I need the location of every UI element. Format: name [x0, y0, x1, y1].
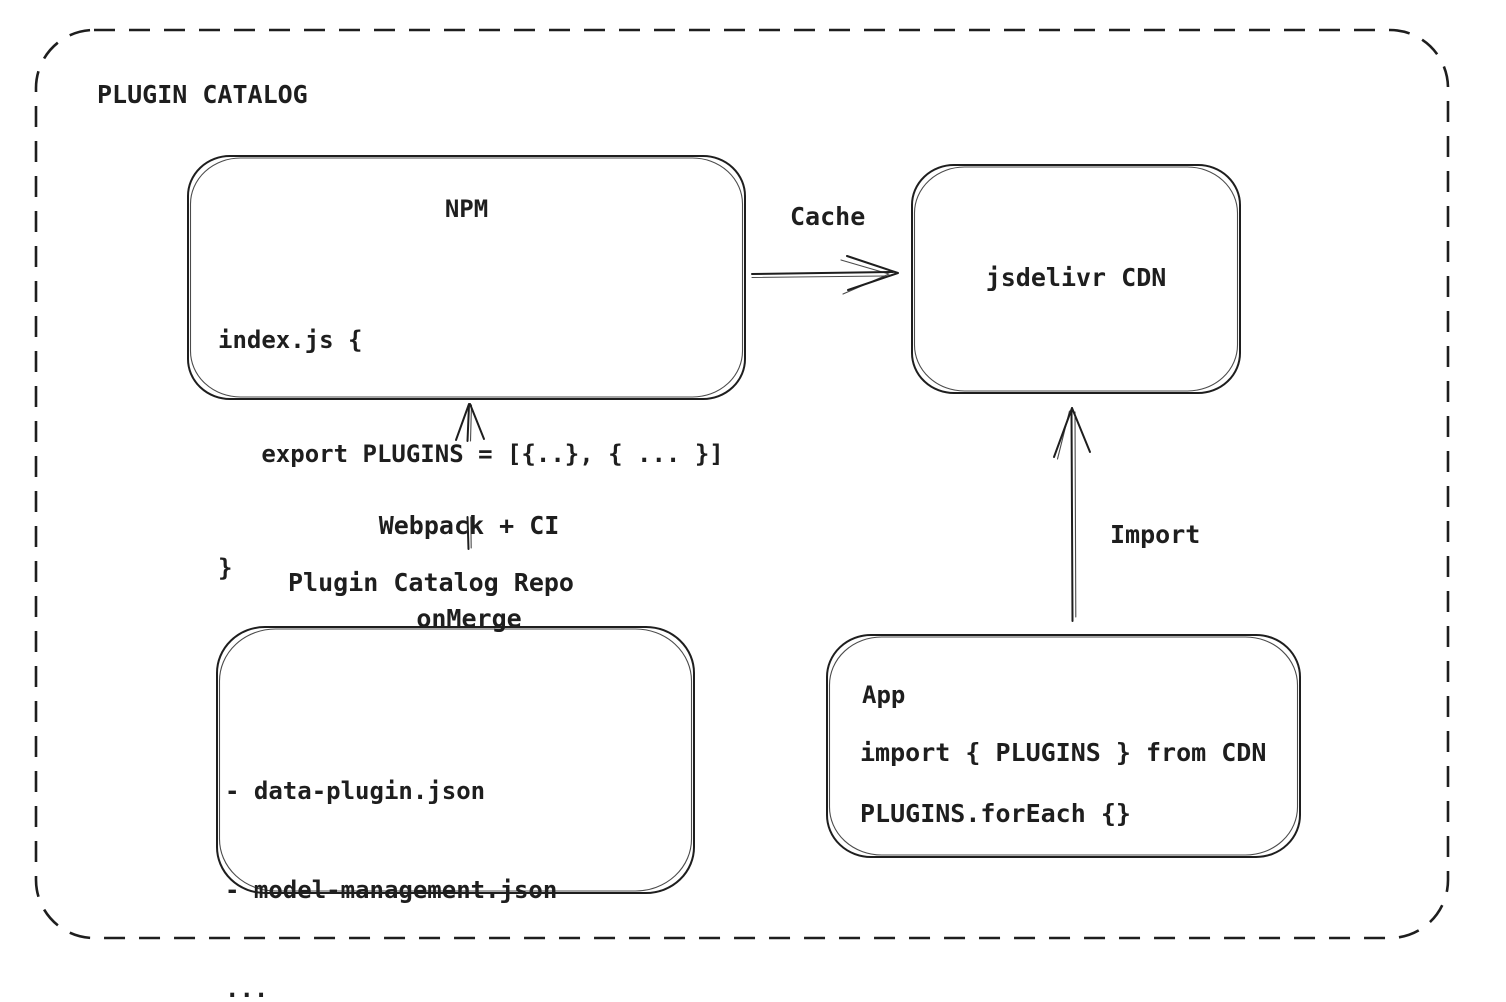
diagram-title: PLUGIN CATALOG	[97, 80, 308, 109]
build-arrowhead-right	[469, 403, 485, 440]
repo-box-outline	[216, 626, 695, 894]
build-arrow-tail-a	[466, 516, 470, 550]
import-arrow-shaft-sketch	[1074, 411, 1077, 618]
import-arrowhead-right	[1071, 407, 1091, 453]
build-arrow-shaft-b	[469, 404, 473, 442]
app-box	[826, 634, 1301, 858]
npm-box-outline	[187, 155, 746, 400]
repo-file-item: - model-management.json	[225, 876, 558, 904]
repo-title: Plugin Catalog Repo	[288, 568, 574, 597]
repo-box	[216, 626, 695, 894]
app-box-outline	[826, 634, 1301, 858]
cdn-box-outline	[911, 164, 1241, 394]
build-arrow-label-line: Webpack + CI	[378, 511, 560, 540]
npm-code-line: index.js {	[218, 326, 363, 354]
npm-code-line: export PLUGINS = [{..}, { ... }]	[218, 440, 724, 468]
import-arrowhead-left	[1053, 407, 1073, 458]
build-arrow-shaft-a	[466, 404, 470, 442]
npm-code-line: }	[218, 554, 233, 582]
npm-box-outline-sketch	[189, 157, 744, 398]
npm-box	[187, 155, 746, 400]
build-arrowhead-left	[455, 403, 470, 441]
cache-arrow-shaft-sketch	[751, 275, 885, 279]
build-arrow-label: Webpack + CI onMerge	[358, 448, 580, 696]
npm-code-block: index.js { export PLUGINS = [{..}, { ...…	[218, 245, 724, 663]
app-code-line-1: import { PLUGINS } from CDN	[860, 738, 1267, 767]
cdn-box	[911, 164, 1241, 394]
outer-boundary-rect	[34, 28, 1450, 940]
cache-arrow-shaft	[751, 271, 894, 275]
cache-arrow	[751, 255, 899, 295]
import-arrow-label: Import	[1110, 520, 1201, 549]
repo-file-item: ...	[225, 975, 269, 1002]
import-arrowhead-sketch	[1056, 410, 1071, 460]
repo-box-outline-sketch	[218, 628, 693, 892]
cache-arrowhead-sketch	[840, 259, 890, 295]
cdn-box-outline-sketch	[913, 166, 1239, 392]
build-arrow	[455, 403, 485, 550]
cache-arrow-label: Cache	[790, 202, 866, 231]
app-box-outline-sketch	[828, 636, 1299, 856]
app-code-line-2: PLUGINS.forEach {}	[860, 799, 1131, 828]
repo-file-list: - data-plugin.json - model-management.js…	[225, 709, 557, 1002]
cdn-box-label: jsdelivr CDN	[985, 263, 1167, 292]
app-box-title: App	[862, 681, 906, 709]
npm-box-title: NPM	[444, 195, 489, 223]
repo-file-item: - data-plugin.json	[225, 777, 486, 805]
import-arrow-shaft	[1070, 410, 1074, 622]
outer-boundary	[34, 28, 1450, 940]
import-arrow	[1053, 407, 1091, 622]
build-arrow-label-line: onMerge	[416, 604, 522, 633]
